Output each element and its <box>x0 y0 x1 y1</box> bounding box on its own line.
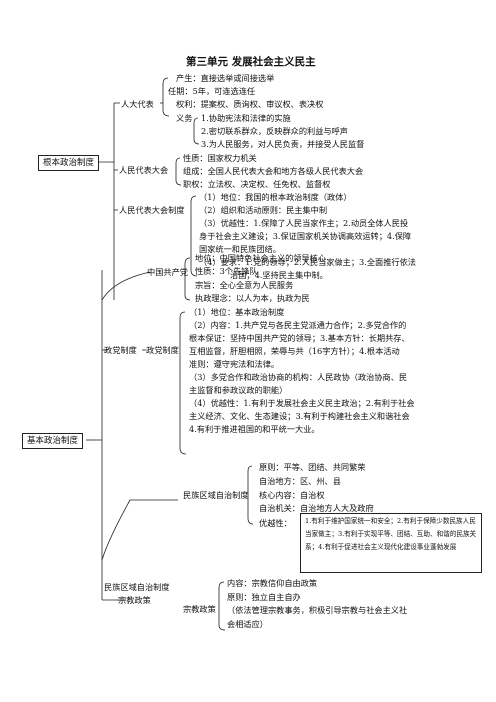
zhengdang-line: 根本保证：坚持中国共产党的领导；3.基本方针：长期共存、 <box>189 333 410 343</box>
cpc-line: 宗旨：全心全意为人民服务 <box>195 280 294 290</box>
zhengdang-line: （1）地位：基本政治制度 <box>189 307 285 317</box>
cpc-line: 地位：中国特色社会主义的领导核心 <box>195 253 327 263</box>
renda-line: 职权：立法权、决定权、任免权、监督权 <box>183 179 331 189</box>
zongjiao-line: 原则：独立自主自办 <box>227 592 301 602</box>
root-box-fundamental-system: 根本政治制度 <box>38 155 100 171</box>
renda-zhidu-label: 人民代表大会制度 <box>119 205 185 215</box>
minzu-line: 原则：平等、团结、共同繁荣 <box>259 462 366 472</box>
yiwu-line: 2.密切联系群众，反映群众的利益与呼声 <box>201 126 348 136</box>
zongjiao-line: 会相适应） <box>227 619 268 629</box>
renda-zhidu-line: （3）优越性：1.保障了人民当家作主；2.动员全体人民投 <box>199 218 409 228</box>
renda-label: 人民代表大会 <box>119 165 169 175</box>
youyue-note-box: 1.有利于维护国家统一和安全；2.有利于保障少数民族人民当家做主；3.有利于实现… <box>300 513 482 573</box>
renda-zhidu-line: 身于社会主义建设；3.保证国家机关协调高效运转；4.保障 <box>199 231 412 241</box>
renda-daibiao-line: 任期：5年，可连选连任 <box>168 86 256 96</box>
zhengdang-line: 互相监督，肝胆相照，荣辱与共（16字方针）；4.根本活动 <box>189 346 400 356</box>
yiwu-label: 义务 <box>176 113 193 123</box>
zongjiao-line: 内容：宗教信仰自由政策 <box>227 578 318 588</box>
minzu-line: 自治机关：自治地方人大及政府 <box>259 503 374 513</box>
zhengdang-line: 主义经济、文化、生态建设；3.有利于构建社会主义和谐社会 <box>189 411 410 421</box>
zhengdang-line: （4）优越性：1.有利于发展社会主义民主政治；2.有利于社会 <box>189 398 415 408</box>
zhengdang-line: 4.有利于推进祖国的和平统一大业。 <box>189 424 320 434</box>
yiwu-line: 1.协助宪法和法律的实施 <box>201 113 291 123</box>
cpc-line: 执政理念：以人为本，执政为民 <box>195 293 310 303</box>
zhengdang-sub-label: 政党制度 <box>146 345 179 355</box>
zongjiao-label: 宗教政策 <box>183 604 216 614</box>
renda-daibiao-line: 权利：提案权、质询权、审议权、表决权 <box>176 99 324 109</box>
renda-daibiao-label: 人大代表 <box>121 99 154 109</box>
cpc-label: 中国共产党 <box>147 267 188 277</box>
zhengdang-line: 准则：遵守宪法和法律。 <box>189 359 280 369</box>
bottom-left-label: 宗教政策 <box>118 595 151 605</box>
yiwu-line: 3.为人民服务，对人民负责，并接受人民监督 <box>201 139 365 149</box>
renda-zhidu-line: 国家统一和民族团结。 <box>199 244 281 254</box>
page-title: 第三单元 发展社会主义民主 <box>186 56 316 68</box>
minzu-line: 核心内容：自治权 <box>259 490 325 500</box>
renda-zhidu-line: （4）要求：1.党的领导；2.人民当家做主；3.全面推行依法 <box>199 257 416 267</box>
bottom-left-label: 民族区域自治制度 <box>104 582 170 592</box>
renda-zhidu-line: （2）组织和活动原则：民主集中制 <box>199 205 328 215</box>
renda-daibiao-line: 产生：直接选举或间接选举 <box>176 73 275 83</box>
cpc-line: 性质：3个先锋队 <box>195 266 258 276</box>
zhengdang-line: （2）内容：1.共产党与各民主党派通力合作；2.多党合作的 <box>189 320 407 330</box>
renda-zhidu-line: 治国；4.坚持民主集中制。 <box>230 270 328 280</box>
zhengdang-label: 政党制度 <box>104 345 137 355</box>
zhengdang-line: （3）多党合作和政治协商的机构：人民政协（政治协商、民 <box>189 372 408 382</box>
renda-zhidu-line: （1）地位：我国的根本政治制度（政体） <box>199 192 352 202</box>
minzu-line: 自治地方：区、州、县 <box>259 476 341 486</box>
renda-line: 组成：全国人民代表大会和地方各级人民代表大会 <box>183 166 364 176</box>
zhengdang-line: 主监督和参政议政的职能） <box>189 385 288 395</box>
renda-line: 性质：国家权力机关 <box>183 153 257 163</box>
root-box-basic-system: 基本政治制度 <box>22 433 84 449</box>
minzu-label: 民族区域自治制度 <box>183 490 249 500</box>
youyue-label: 优越性： <box>259 518 292 528</box>
zongjiao-line: （依法管理宗教事务，积极引导宗教与社会主义社 <box>227 605 408 615</box>
